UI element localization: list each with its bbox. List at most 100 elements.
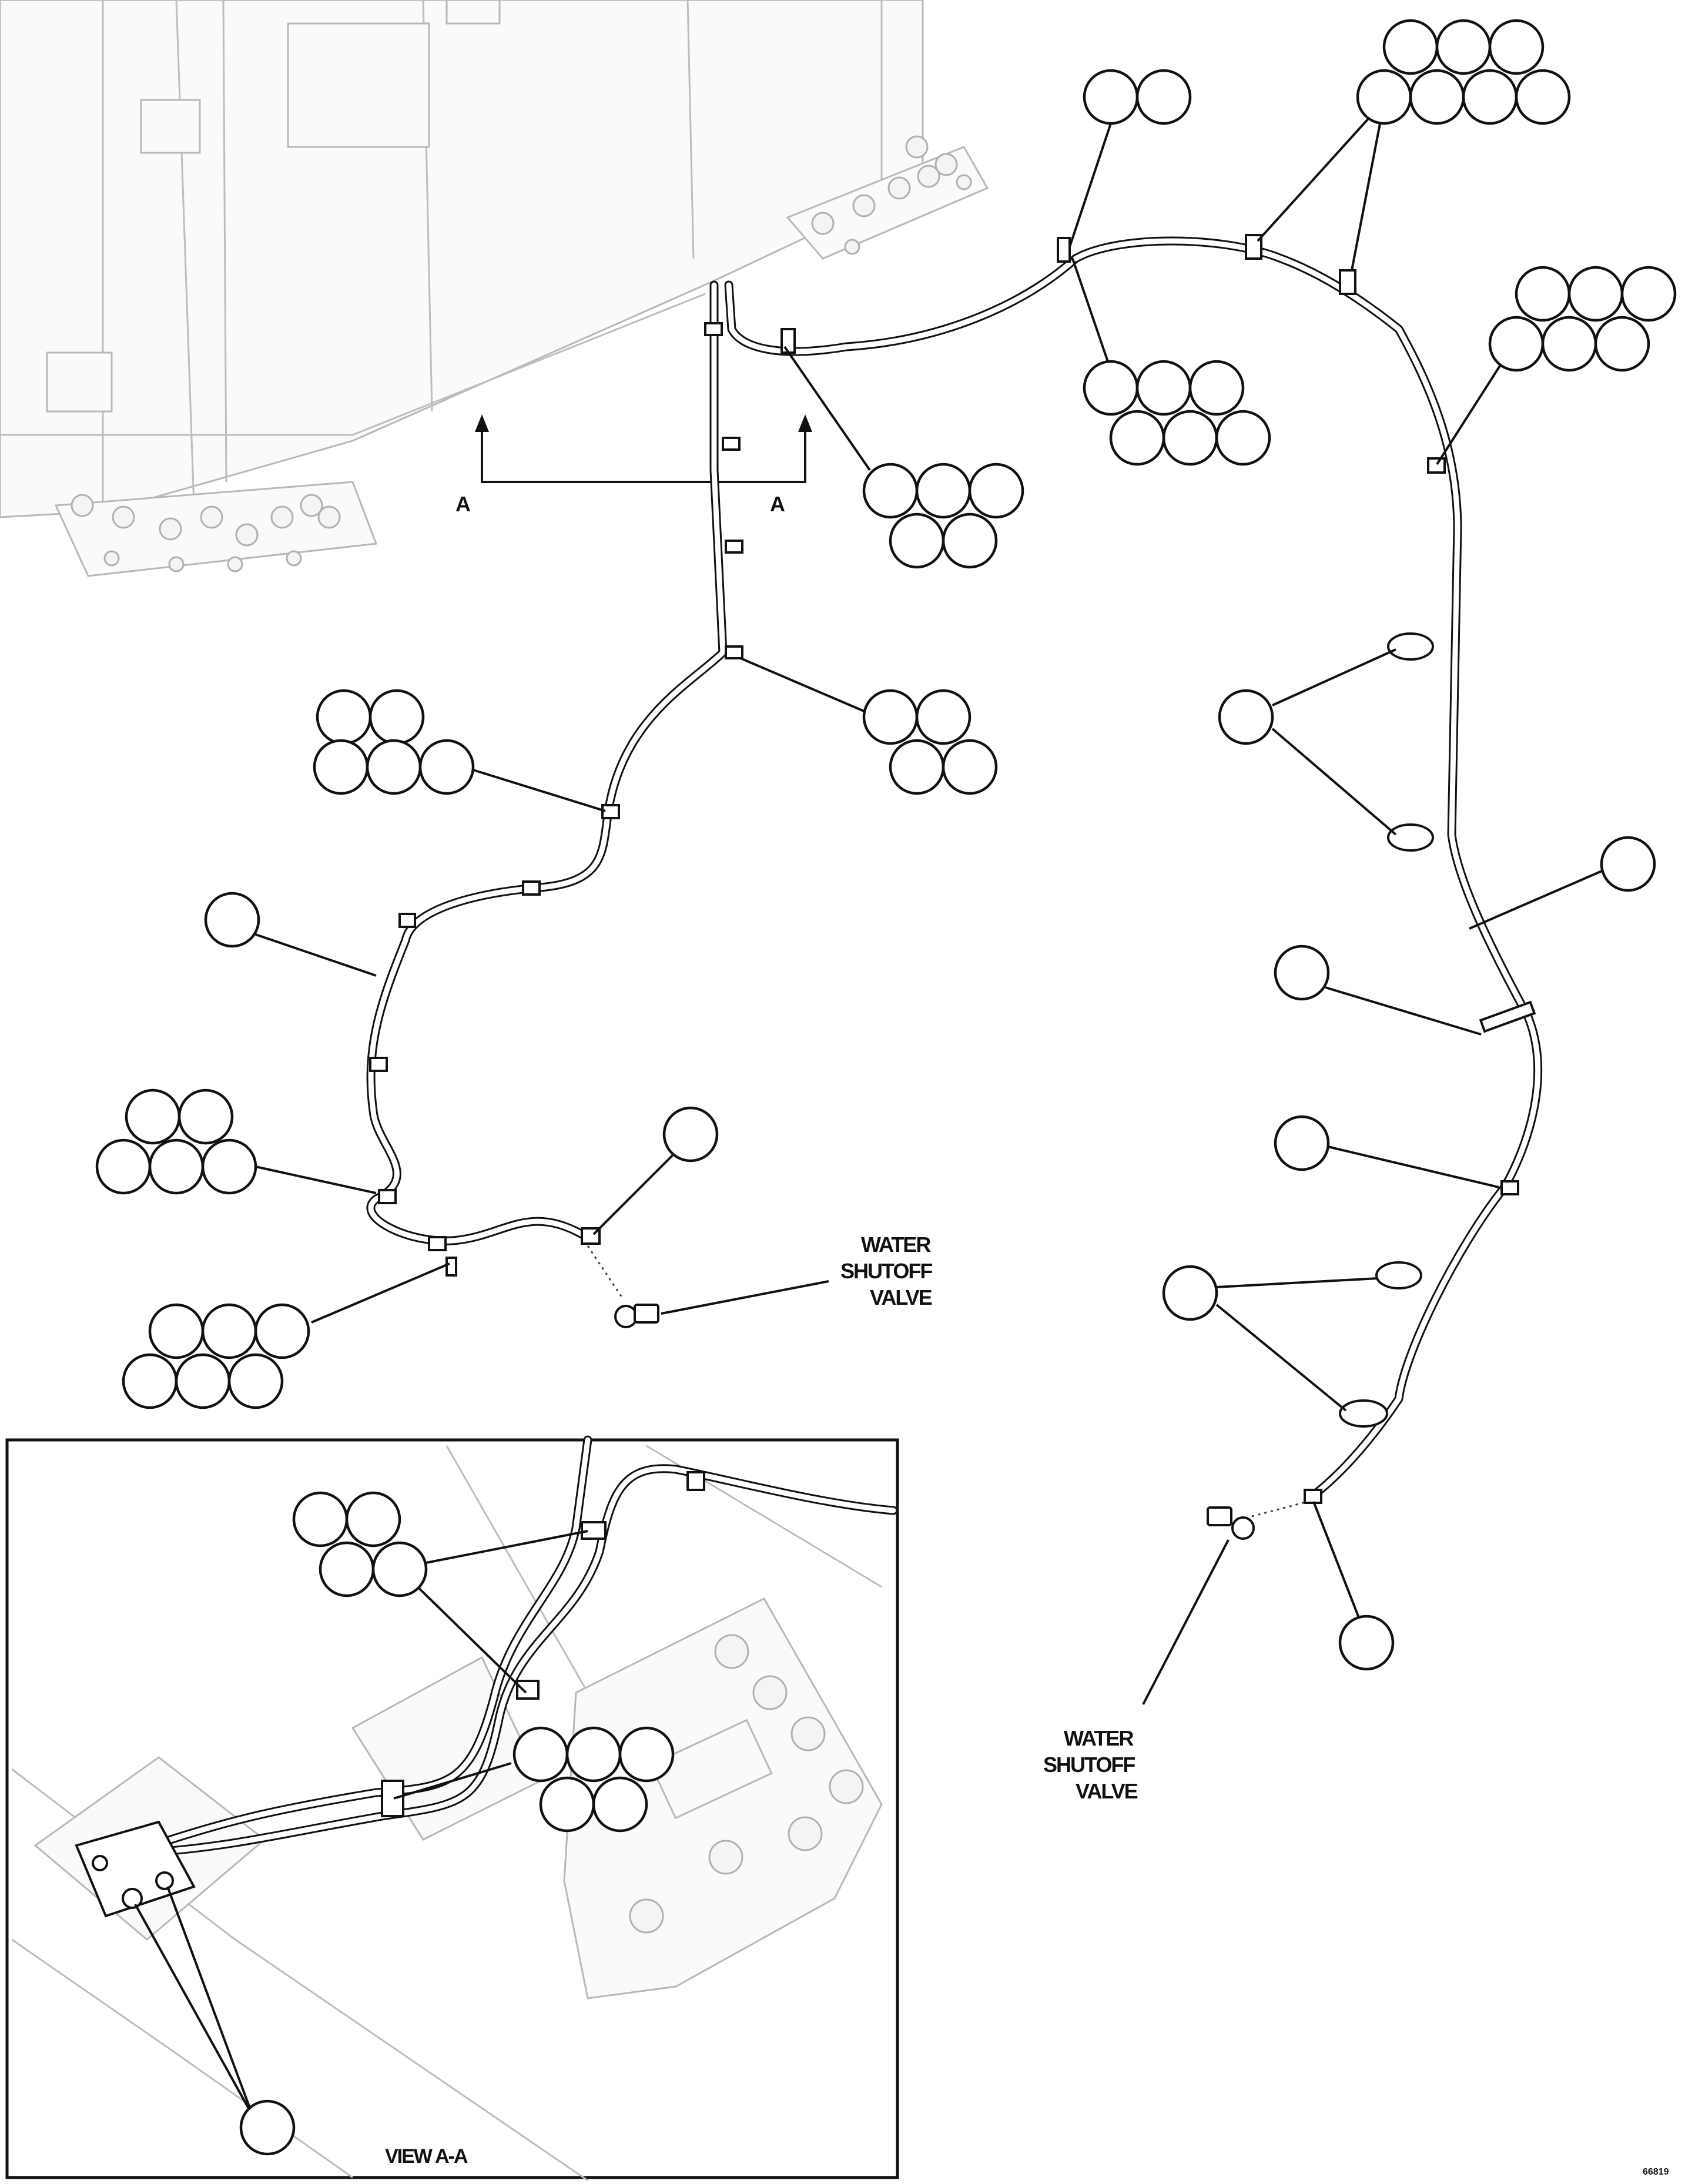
inset-mounting-block [563, 1597, 883, 1999]
inset-callout-single [239, 2099, 296, 2156]
callout-bubble [1541, 316, 1597, 372]
machine-base-plate-left [54, 481, 378, 577]
clamp [581, 1521, 607, 1540]
clamp [428, 1236, 447, 1251]
callout-bubble [915, 463, 972, 519]
callout-group-center-a [862, 463, 1024, 569]
callout-group-top-center [1083, 69, 1192, 125]
view-title: VIEW A-A [385, 2145, 468, 2168]
clamp [725, 645, 743, 659]
callout-bubble [1274, 944, 1330, 1001]
callout-bubble [512, 1726, 569, 1783]
callout-bubble [1356, 69, 1412, 125]
callout-single-right-4 [1274, 1115, 1330, 1171]
clamp [381, 1780, 404, 1817]
standoff-fitting [445, 1257, 457, 1277]
callout-bubble [1083, 360, 1139, 416]
callout-bubble [1594, 316, 1650, 372]
callout-bubble [201, 1303, 257, 1359]
hose-tie [1479, 1000, 1536, 1033]
callout-bubble [1083, 69, 1139, 125]
callout-bubble [862, 463, 919, 519]
callout-single-bottom-right [1338, 1614, 1395, 1671]
callout-bubble [204, 892, 260, 948]
clamp [369, 1057, 388, 1072]
p-clamp [1387, 823, 1434, 852]
callout-bubble [1218, 689, 1274, 745]
callout-bubble [292, 1491, 349, 1547]
valve-label-line1: WATER [1064, 1726, 1134, 1750]
callout-bubble [565, 1726, 622, 1783]
callout-bubble [889, 512, 945, 569]
clamp [704, 322, 723, 336]
section-a-a-indicator: A A [455, 414, 812, 516]
callout-bubble [942, 739, 998, 795]
callout-bubble [915, 689, 972, 745]
callout-bubble [1382, 19, 1439, 75]
valve-label-line3: VALVE [870, 1285, 932, 1309]
callout-group-top-right [1356, 19, 1571, 125]
callout-bubble [1515, 266, 1571, 322]
callout-bubble [539, 1776, 595, 1833]
callout-bubble [1409, 69, 1465, 125]
valve-label-line1: WATER [861, 1232, 931, 1257]
callout-bubble [366, 739, 422, 795]
callout-bubble [345, 1491, 401, 1547]
callout-single-center [662, 1106, 719, 1163]
callout-bubble [1488, 19, 1545, 75]
standoff-fitting [1339, 269, 1356, 295]
callout-bubble [1515, 69, 1571, 125]
callout-bubble [239, 2099, 296, 2156]
callout-bubble [313, 739, 369, 795]
machine-base-plate-right [786, 135, 989, 260]
clamp [378, 1189, 397, 1204]
view-a-a-inset: VIEW A-A [5, 1435, 899, 2182]
callout-bubble [1338, 1614, 1395, 1671]
clamp [581, 1227, 601, 1245]
clamp [516, 1680, 540, 1700]
clamp [725, 540, 743, 554]
callout-bubble [227, 1353, 284, 1409]
machine-frame [0, 0, 924, 518]
callout-bubble [1109, 410, 1165, 466]
valve-label-line2: SHUTOFF [1043, 1753, 1135, 1777]
callout-bubble [201, 1138, 257, 1195]
water-shutoff-valve-top: WATER SHUTOFF VALVE [587, 1232, 933, 1328]
callout-group-right-upper [1488, 266, 1677, 372]
p-clamp [1375, 1261, 1422, 1289]
callout-bubble [418, 739, 475, 795]
callout-group-left-middle [95, 1088, 257, 1195]
callout-bubble [177, 1088, 234, 1145]
callout-bubble [148, 1303, 205, 1359]
clamp [686, 1471, 705, 1491]
callout-bubble [968, 463, 1024, 519]
clamp [722, 437, 741, 451]
callout-bubble [369, 689, 425, 745]
callout-bubble [1462, 69, 1518, 125]
standoff-fitting [780, 328, 796, 354]
inset-callout-group-lower [512, 1726, 675, 1833]
callout-group-center-below-top [1083, 360, 1271, 466]
callout-group-left-upper [313, 689, 475, 795]
callout-single-right-2 [1600, 836, 1656, 892]
callout-bubble [175, 1353, 231, 1409]
water-shutoff-valve-bottom: WATER SHUTOFF VALVE [1043, 1500, 1308, 1803]
callout-group-left-lower [122, 1303, 310, 1409]
callout-bubble [254, 1303, 310, 1359]
callout-bubble [148, 1138, 205, 1195]
callout-bubble [592, 1776, 648, 1833]
callout-leaders [255, 116, 1605, 1623]
callout-bubble [1188, 360, 1245, 416]
section-label-a-right: A [770, 492, 785, 516]
callout-bubble [371, 1541, 428, 1597]
callout-bubble [1274, 1115, 1330, 1171]
callout-single-right-3 [1274, 944, 1330, 1001]
callout-single-right-1 [1218, 689, 1274, 745]
inset-callout-group-upper [292, 1491, 428, 1597]
callout-bubble [942, 512, 998, 569]
callout-single-right-5 [1162, 1265, 1218, 1321]
callout-bubble [889, 739, 945, 795]
standoff-fitting [1057, 237, 1071, 263]
valve-label-line3: VALVE [1076, 1779, 1138, 1803]
